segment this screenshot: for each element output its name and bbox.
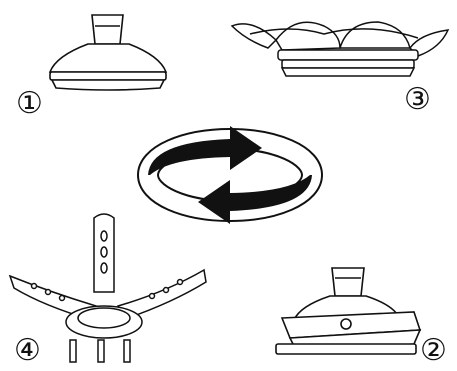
open-petals-icon <box>230 21 450 77</box>
arm-frame-icon <box>8 213 207 363</box>
step-number: ① <box>16 86 43 121</box>
clamp-base-icon <box>275 267 422 355</box>
circular-arrows-icon <box>137 126 323 224</box>
step-number: ③ <box>404 82 431 117</box>
step-number: ② <box>420 333 447 368</box>
closed-base-icon <box>48 14 168 91</box>
step-number: ④ <box>14 333 41 368</box>
